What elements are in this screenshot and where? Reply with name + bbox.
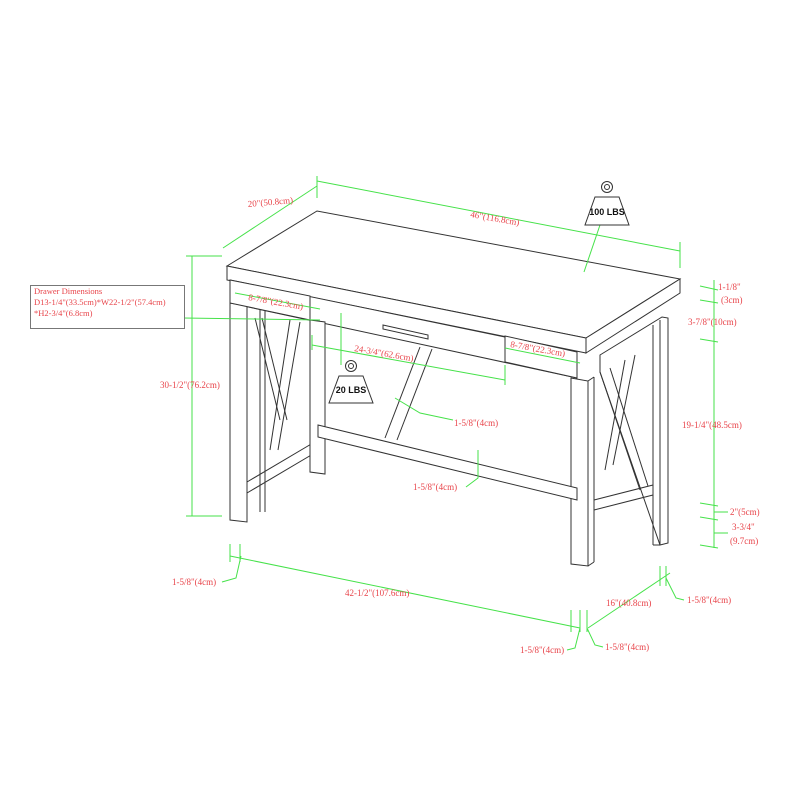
dim-total-height: 30-1/2"(76.2cm) bbox=[160, 380, 220, 390]
weight-icon-100lbs: 100 LBS bbox=[584, 181, 630, 226]
dim-top-thickness-inch: 1-1/8" bbox=[718, 282, 741, 292]
dim-base-width: 42-1/2"(107.6cm) bbox=[345, 588, 409, 598]
dim-center-drawer: 24-3/4"(62.6cm) bbox=[354, 343, 415, 363]
weight-label-drawer: 20 LBS bbox=[336, 385, 367, 395]
weight-icon-20lbs: 20 LBS bbox=[328, 360, 374, 404]
dim-top-thickness-cm: (3cm) bbox=[721, 295, 743, 305]
dim-leg-front-a: 1-5/8"(4cm) bbox=[520, 645, 564, 655]
dim-base-depth: 16"(40.8cm) bbox=[606, 598, 651, 608]
dim-floor-clear-inch: 3-3/4" bbox=[732, 522, 755, 532]
drawer-box-line2: *H2-3/4"(6.8cm) bbox=[34, 308, 93, 318]
dim-leg-clear: 19-1/4"(48.5cm) bbox=[682, 420, 742, 430]
desk-outline bbox=[225, 210, 682, 567]
drawer-box-line1: D13-1/4"(33.5cm)*W22-1/2"(57.4cm) bbox=[34, 297, 166, 307]
dimension-lines bbox=[182, 176, 728, 651]
dim-brace-thickness: 1-5/8"(4cm) bbox=[454, 418, 498, 428]
dim-lower-rail: 2"(5cm) bbox=[730, 507, 760, 517]
dim-depth-top: 20"(50.8cm) bbox=[247, 195, 293, 209]
dim-leg-front-b: 1-5/8"(4cm) bbox=[605, 642, 649, 652]
weight-label-top: 100 LBS bbox=[589, 207, 625, 217]
drawer-box-title: Drawer Dimensions bbox=[34, 286, 103, 296]
dim-floor-clear-cm: (9.7cm) bbox=[730, 536, 758, 546]
dim-leg-left: 1-5/8"(4cm) bbox=[172, 577, 216, 587]
dim-leg-right-back: 1-5/8"(4cm) bbox=[687, 595, 731, 605]
dim-width-top: 46"(116.8cm) bbox=[470, 209, 521, 227]
drawer-dimensions-box: Drawer Dimensions D13-1/4"(33.5cm)*W22-1… bbox=[30, 285, 185, 329]
dim-stretcher-thickness: 1-5/8"(4cm) bbox=[413, 482, 457, 492]
dim-apron: 3-7/8"(10cm) bbox=[688, 317, 737, 327]
